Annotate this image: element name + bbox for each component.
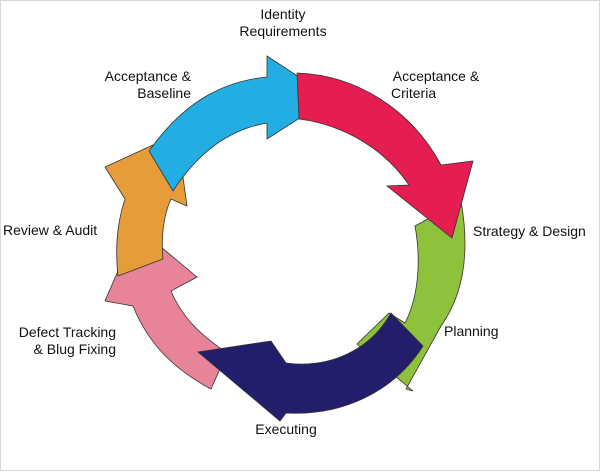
stage-label-line: Identity	[260, 6, 306, 22]
stage-label-line: Baseline	[137, 85, 191, 101]
stage-planning: Planning	[444, 323, 524, 340]
stage-label-line: & Blug Fixing	[33, 341, 116, 357]
stage-label-line: Review & Audit	[3, 222, 98, 238]
stage-label-line: Planning	[444, 323, 499, 339]
navy-arrow	[197, 312, 424, 422]
stage-defect-tracking: Defect Tracking & Blug Fixing	[6, 324, 116, 358]
stage-label-line: Criteria	[391, 85, 437, 101]
stage-label-line: Acceptance &	[104, 68, 191, 84]
stage-executing: Executing	[241, 421, 331, 438]
stage-acceptance-criteria: Acceptance & Criteria	[381, 68, 491, 102]
stage-label-line: Defect Tracking	[18, 324, 116, 340]
stage-strategy-design: Strategy & Design	[473, 223, 598, 240]
stage-identity-requirements: Identity Requirements	[223, 6, 343, 40]
stage-acceptance-baseline: Acceptance & Baseline	[81, 68, 191, 102]
red-arrow	[296, 72, 474, 239]
stage-label-line: Acceptance &	[392, 68, 480, 84]
stage-label-line: Executing	[255, 421, 317, 437]
stage-review-audit: Review & Audit	[3, 222, 113, 239]
stage-label-line: Requirements	[239, 23, 327, 39]
stage-label-line: Strategy & Design	[473, 223, 586, 239]
